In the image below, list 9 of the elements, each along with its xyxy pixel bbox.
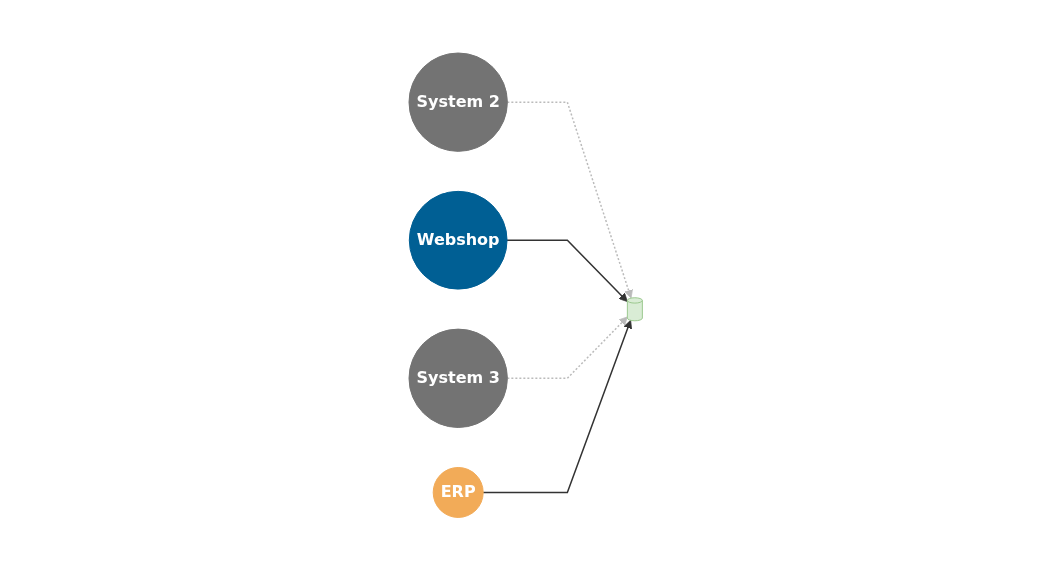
node-circle: System 3 xyxy=(408,328,509,428)
arrow xyxy=(506,101,634,299)
arrow xyxy=(506,239,629,302)
node-circle: System 2 xyxy=(408,52,509,152)
arrow xyxy=(506,316,629,379)
arrow xyxy=(482,319,633,493)
node-circle: Webshop xyxy=(409,190,508,290)
node-circle: ERP xyxy=(433,466,484,518)
node-cylinder xyxy=(627,297,644,322)
